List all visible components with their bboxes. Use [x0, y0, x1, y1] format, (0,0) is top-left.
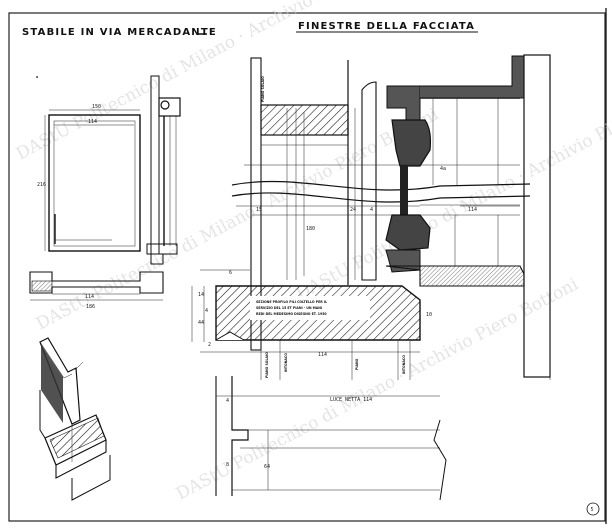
window-elevation: 150 114 216: [37, 104, 141, 252]
window-plan: 114 186: [29, 271, 164, 310]
title-left: STABILE IN VIA MERCADANTE: [22, 27, 217, 38]
svg-text:180: 180: [306, 226, 315, 232]
svg-text:4a: 4a: [440, 166, 446, 172]
bottom-luce-label: LUCE NETTA 114: [330, 397, 372, 403]
page-number-circle: [586, 502, 600, 516]
svg-text:6: 6: [229, 270, 232, 276]
window-section-small: [146, 75, 181, 265]
svg-text:216: 216: [37, 182, 46, 188]
axonometric-detail: [39, 337, 111, 501]
svg-text:150: 150: [92, 104, 101, 110]
main-section: PIANO SOLAIO SEZIONE PROFILO PILI C: [191, 54, 551, 380]
svg-text:INTONACO: INTONACO: [402, 355, 406, 374]
svg-text:4: 4: [226, 398, 229, 404]
svg-text:24: 24: [350, 207, 356, 213]
svg-text:186: 186: [86, 304, 95, 310]
title-right: FINESTRE DELLA FACCIATA: [298, 21, 475, 32]
svg-text:4: 4: [205, 308, 208, 314]
small-mark: a: [36, 75, 38, 79]
page-number: 5: [591, 507, 594, 513]
svg-text:64: 64: [264, 464, 270, 470]
svg-text:INTONACO: INTONACO: [284, 353, 288, 372]
svg-text:PIANO SOLAIO: PIANO SOLAIO: [265, 352, 269, 378]
svg-text:14: 14: [198, 292, 204, 298]
svg-text:114: 114: [468, 207, 477, 213]
svg-text:2: 2: [208, 342, 211, 348]
svg-text:44: 44: [198, 320, 204, 326]
svg-text:8: 8: [226, 462, 229, 468]
svg-text:PIANO: PIANO: [355, 358, 359, 370]
section-note: SEZIONE PROFILO PILI COLTELLO PER IL SER…: [256, 300, 328, 316]
svg-text:PIANO SOLAIO: PIANO SOLAIO: [261, 76, 265, 102]
svg-text:4: 4: [370, 207, 373, 213]
svg-text:114: 114: [85, 294, 94, 300]
bottom-detail: LUCE NETTA 114 4 8 64: [215, 376, 447, 501]
svg-text:15: 15: [256, 207, 262, 213]
sheet-border: [8, 12, 606, 522]
svg-text:114: 114: [88, 119, 97, 125]
svg-text:10: 10: [426, 312, 432, 318]
svg-text:114: 114: [318, 352, 327, 358]
